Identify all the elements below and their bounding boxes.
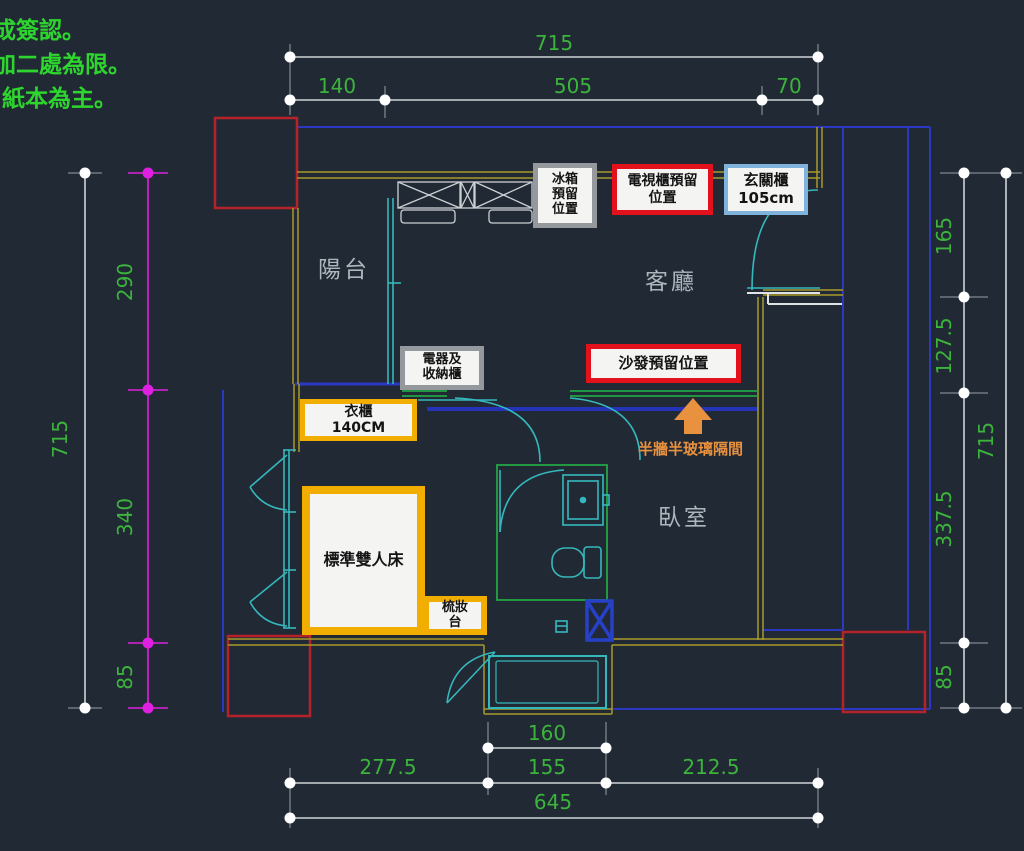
dim-top-c: 70: [776, 74, 801, 98]
room-label-bedroom: 臥室: [658, 505, 710, 531]
structural-columns: [213, 116, 927, 718]
dim-bottom-inner: 160: [528, 721, 566, 745]
bathroom-wall-outline: [496, 464, 608, 601]
magenta-dimension-line: [128, 172, 168, 709]
column-top-left: [213, 116, 299, 210]
kitchen-stove: [488, 209, 533, 224]
fridge-line2: 預留: [551, 187, 578, 203]
label-fridge-reserved: 冰箱 預留 位置: [533, 163, 597, 228]
dim-top-total: 715: [535, 31, 573, 55]
partition-annotation: 半牆半玻璃隔間: [638, 440, 744, 458]
dim-bottom-b: 155: [528, 755, 566, 779]
column-bottom-left: [226, 634, 312, 718]
entry-cabinet-line2: 105cm: [738, 188, 794, 207]
drawing-notes: 成簽認。 加二處為限。 紙本為主。: [0, 14, 131, 116]
note-line-1: 成簽認。: [0, 18, 85, 44]
bathroom-door: [499, 469, 565, 533]
dresser-line2: 台: [448, 614, 462, 630]
structure-blue-walls: [222, 126, 931, 712]
label-double-bed: 標準雙人床: [302, 486, 425, 635]
kitchen-counter: [397, 181, 533, 224]
label-dresser: 梳妝 台: [423, 596, 487, 635]
dim-right-total: 715: [974, 422, 998, 460]
dimension-values: 715 140 505 70 165 127.5 337.5 85 715 71…: [48, 31, 998, 814]
dim-right-c: 337.5: [932, 490, 956, 547]
dimension-endpoints: [79, 51, 1012, 824]
magenta-endpoints: [142, 167, 154, 714]
dim-left-a: 290: [113, 263, 137, 301]
appliance-line1: 電器及: [422, 352, 462, 368]
dresser-line1: 梳妝: [441, 599, 468, 615]
label-sofa-reserved: 沙發預留位置: [586, 344, 741, 383]
label-appliance-cabinet: 電器及 收納櫃: [400, 346, 484, 390]
wardrobe-line1: 衣櫃: [344, 403, 373, 420]
partition-arrow: [674, 398, 712, 434]
fridge-line3: 位置: [551, 201, 578, 217]
appliance-line2: 收納櫃: [422, 367, 462, 382]
toilet: [551, 546, 602, 579]
wardrobe-line2: 140CM: [331, 420, 386, 436]
dim-left-c: 85: [113, 664, 137, 689]
room-label-living-room: 客廳: [645, 269, 697, 295]
bedroom-bottom-door: [446, 651, 496, 704]
note-line-3: 紙本為主。: [2, 86, 117, 112]
note-line-2: 加二處為限。: [0, 52, 131, 78]
room-label-balcony: 陽台: [318, 257, 370, 283]
dim-right-a: 165: [932, 217, 956, 255]
floor-drain: [555, 620, 568, 633]
dim-left-b: 340: [113, 498, 137, 536]
tv-line2: 位置: [648, 189, 677, 206]
dimension-lines: [84, 56, 1007, 819]
fridge-line1: 冰箱: [551, 172, 578, 188]
bedroom-left-windows: [249, 449, 296, 629]
dim-bottom-a: 277.5: [359, 755, 416, 779]
dim-right-d: 85: [932, 664, 956, 689]
bathroom-sink: [562, 474, 610, 526]
tv-line1: 電視櫃預留: [627, 173, 698, 190]
entry-threshold: [747, 292, 842, 305]
column-bottom-right: [841, 630, 927, 714]
sofa-line1: 沙發預留位置: [618, 353, 709, 372]
kitchen-sink: [400, 209, 456, 224]
dim-right-b: 127.5: [932, 317, 956, 374]
label-wardrobe: 衣櫃 140CM: [300, 399, 417, 441]
bathtub: [488, 655, 607, 709]
doors-and-fixtures: [249, 189, 820, 709]
dim-left-total: 715: [48, 420, 72, 458]
shaft-x-marker: [585, 599, 614, 642]
dim-bottom-c: 212.5: [682, 755, 739, 779]
dim-top-a: 140: [318, 74, 356, 98]
label-entry-cabinet: 玄關櫃 105cm: [724, 164, 808, 215]
green-walls: [402, 390, 758, 601]
dim-top-b: 505: [554, 74, 592, 98]
dim-bottom-total: 645: [534, 790, 572, 814]
dimension-extension-lines: [68, 44, 1022, 828]
balcony-sliding-door: [387, 198, 401, 384]
bed-line1: 標準雙人床: [323, 550, 404, 570]
entry-cabinet-line1: 玄關櫃: [743, 171, 789, 190]
label-tv-cabinet-reserved: 電視櫃預留 位置: [612, 164, 713, 215]
